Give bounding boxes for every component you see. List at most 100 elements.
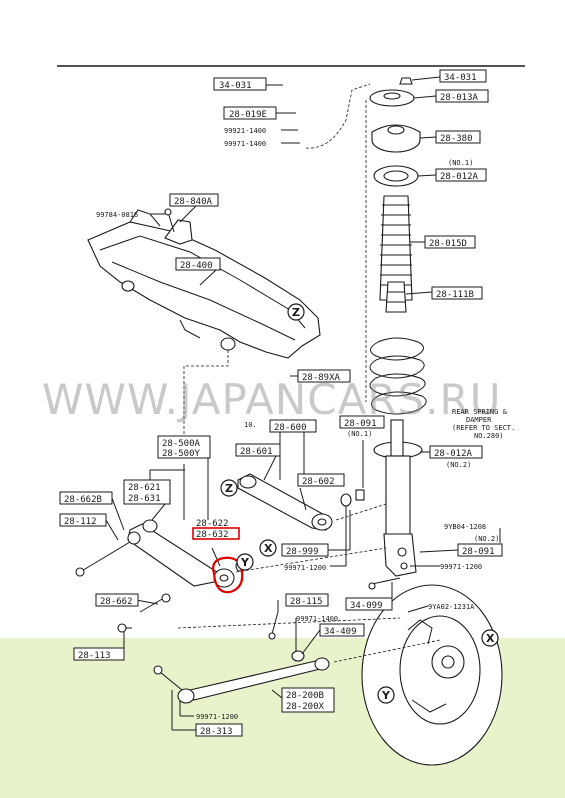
- note-line: NO.280): [474, 432, 504, 440]
- label-box: [157, 435, 211, 459]
- part-label: 28-662B: [64, 495, 102, 505]
- label-box: [235, 443, 281, 457]
- part-label: 28-115: [290, 597, 323, 607]
- part-label: 28-400: [180, 261, 213, 271]
- part-label: 28-200B: [286, 691, 324, 701]
- part-label: 28-015D: [429, 239, 467, 249]
- part-label: 28-622: [196, 519, 229, 529]
- part-label: 28-621: [128, 483, 161, 493]
- part-label: 99971-1200: [284, 564, 326, 572]
- label-box: [431, 286, 483, 300]
- label-box: [281, 543, 329, 557]
- bracket-drawing: [164, 208, 193, 245]
- part-label: (NO.1): [448, 159, 473, 167]
- part-label: 99971-1400: [224, 140, 266, 148]
- part-label: 9YA02-1231A: [428, 603, 475, 611]
- part-label: 28-89XA: [302, 373, 341, 383]
- part-label: (NO.1): [347, 430, 372, 438]
- callout-letter: Z: [292, 306, 300, 319]
- label-box: [175, 257, 221, 271]
- label-box: [339, 415, 385, 429]
- label-box: [123, 479, 171, 505]
- callout-circle: [377, 686, 395, 704]
- label-box: [213, 77, 267, 91]
- links-drawing: [75, 473, 401, 704]
- hub-drawing: [361, 584, 503, 766]
- part-label: 28-662: [100, 597, 133, 607]
- label-box: [457, 543, 503, 557]
- highlight-outline: [212, 556, 244, 594]
- callout-circle: [236, 553, 254, 571]
- part-label: 28-600: [274, 423, 307, 433]
- label-box: [73, 647, 125, 661]
- label-box: [195, 723, 243, 737]
- label-box: [169, 193, 219, 207]
- label-box: [95, 593, 139, 607]
- callouts: Z Z Y X X Y: [220, 303, 499, 704]
- part-label: 34-409: [324, 627, 357, 637]
- label-box: [59, 491, 113, 505]
- highlight-label-box: [192, 527, 240, 540]
- callout-letter: Y: [381, 689, 391, 702]
- callout-letter: Z: [225, 482, 233, 495]
- part-label: 28-999: [286, 547, 319, 557]
- part-label: 28-632: [196, 530, 229, 540]
- strut-drawing: [369, 77, 427, 577]
- label-box: [59, 513, 107, 527]
- part-label: 28-313: [200, 727, 233, 737]
- part-label: 99971-1200: [196, 713, 238, 721]
- callout-letter: X: [486, 632, 495, 645]
- part-label: 34-031: [219, 81, 252, 91]
- part-label: 28-840A: [174, 197, 213, 207]
- watermark: WWW.JAPANCARS.RU: [42, 375, 501, 424]
- part-label: 28-500Y: [162, 449, 201, 459]
- part-label: 28-013A: [440, 93, 479, 103]
- part-label: 28-113: [78, 651, 111, 661]
- callout-circle: [259, 539, 277, 557]
- note-line: REAR SPRING &: [452, 408, 508, 416]
- part-label: 99784-0816: [96, 211, 138, 219]
- note-line: DAMPER: [466, 416, 492, 424]
- label-box: [439, 69, 487, 83]
- part-label: 99971-1200: [440, 563, 482, 571]
- crossmember-drawing: [87, 209, 321, 359]
- part-label: (NO.2): [474, 535, 499, 543]
- part-label: 28-111B: [436, 290, 474, 300]
- part-label: 28-091: [462, 547, 495, 557]
- part-label: 28-631: [128, 494, 161, 504]
- part-labels: 34-031 28-019E 99921-1400 99971-1400 34-…: [59, 69, 515, 737]
- part-label: 28-601: [240, 447, 273, 457]
- part-label: (NO.2): [446, 461, 471, 469]
- part-label: 28-200X: [286, 702, 325, 712]
- reference-fragment: 10.: [244, 421, 257, 429]
- callout-circle: [287, 303, 305, 321]
- part-label: 99971-1400: [296, 615, 338, 623]
- label-box: [281, 687, 335, 713]
- part-label: 28-012A: [434, 449, 473, 459]
- part-label: 28-012A: [440, 172, 479, 182]
- label-box: [345, 597, 393, 611]
- callout-letter: Y: [240, 556, 250, 569]
- part-label: 34-099: [350, 601, 383, 611]
- callout-circle: [220, 479, 238, 497]
- label-box: [297, 473, 345, 487]
- note-line: (REFER TO SECT.: [452, 424, 515, 432]
- part-label: 28-602: [302, 477, 335, 487]
- label-box: [435, 168, 487, 182]
- callout-circle: [481, 629, 499, 647]
- part-label: 28-380: [440, 134, 473, 144]
- label-box: [223, 106, 277, 120]
- callout-letter: X: [264, 542, 273, 555]
- label-box: [319, 623, 365, 637]
- part-label: 28-019E: [229, 110, 267, 120]
- label-box: [297, 369, 351, 383]
- part-label: 28-112: [64, 517, 97, 527]
- part-label: 34-031: [444, 73, 477, 83]
- leader-lines: [105, 76, 501, 731]
- label-box: [435, 130, 481, 144]
- label-box: [269, 419, 317, 433]
- part-label: 9YB04-1208: [444, 523, 486, 531]
- dashed-reference-lines: [177, 83, 441, 663]
